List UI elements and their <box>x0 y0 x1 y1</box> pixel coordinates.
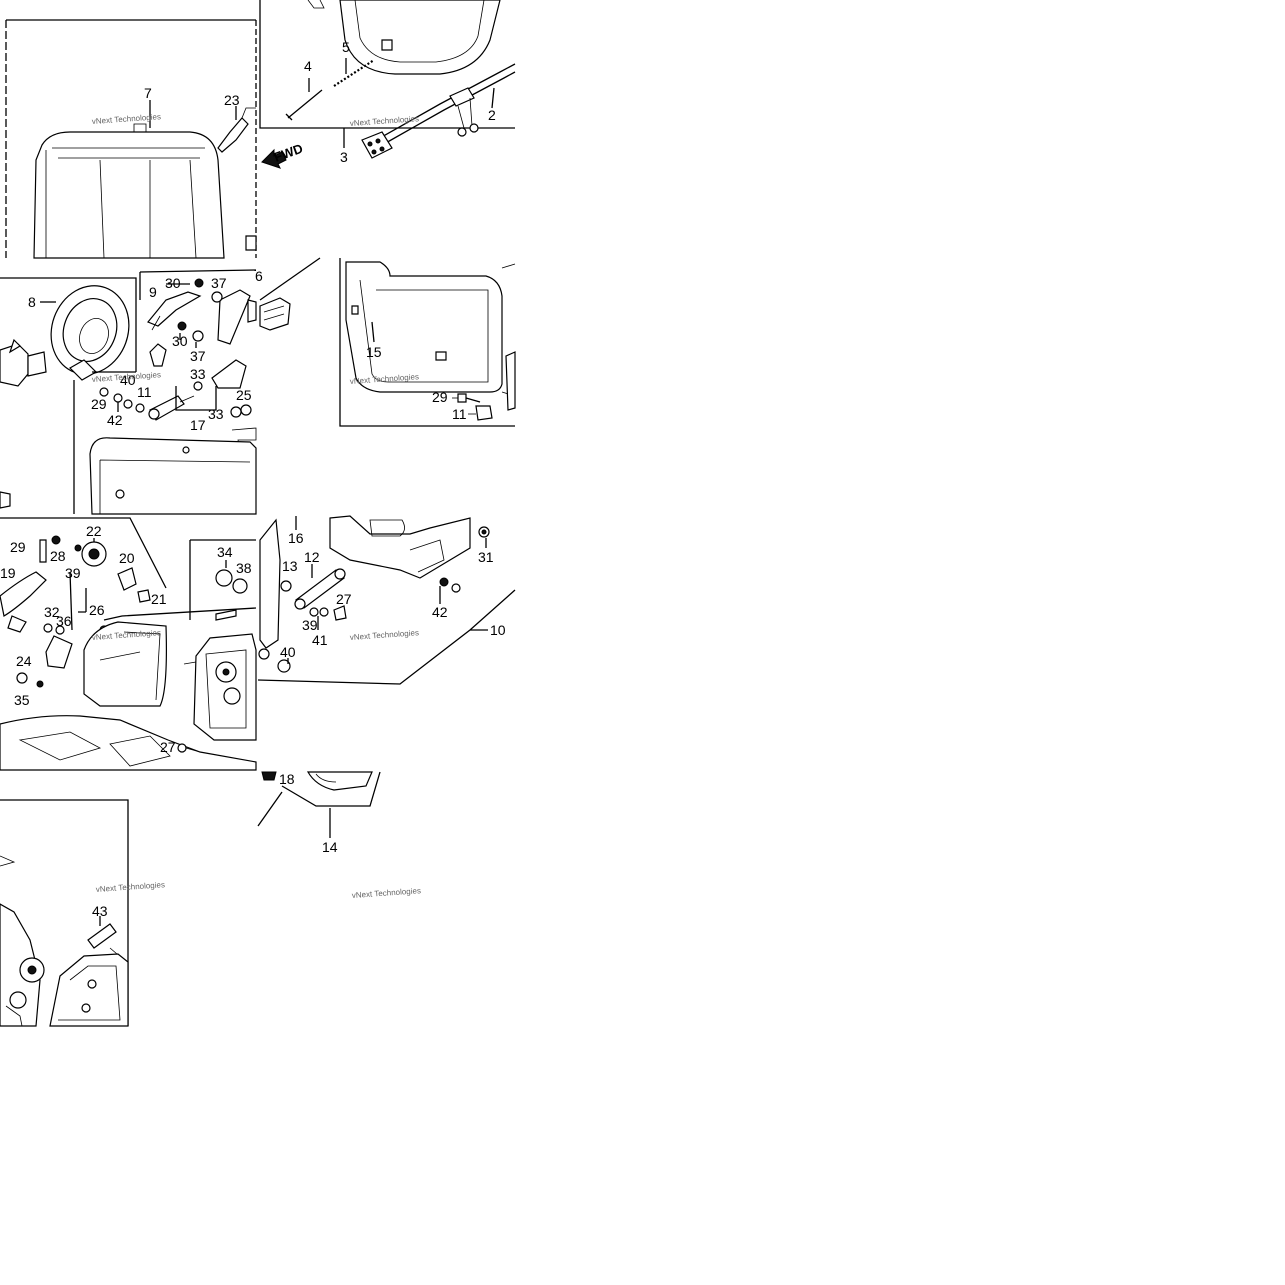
callout-27-motor: 27 <box>160 739 176 755</box>
callout-42-housing: 42 <box>432 604 448 620</box>
connector <box>259 297 291 331</box>
callout-3: 3 <box>340 149 348 165</box>
spring-5 <box>333 58 375 87</box>
callout-20: 20 <box>119 550 135 566</box>
callout-30-lower: 30 <box>172 333 188 349</box>
callout-labels: 7 23 4 5 2 3 8 9 30 37 6 30 37 33 40 11 … <box>0 39 506 919</box>
callout-2: 2 <box>488 107 496 123</box>
tile-bezel <box>259 257 516 427</box>
watermark-7: vNext Technologies <box>96 880 166 894</box>
callout-35: 35 <box>14 692 30 708</box>
bracket-26 <box>83 607 257 707</box>
part-18 <box>306 771 373 791</box>
callout-19: 19 <box>0 565 16 581</box>
tile-housing <box>257 515 516 685</box>
adjuster-gear <box>74 538 107 567</box>
callout-40-upper: 40 <box>120 372 136 388</box>
tile-adjusters <box>0 269 257 515</box>
gear-assembly <box>0 903 45 1027</box>
callout-5: 5 <box>342 39 350 55</box>
callout-8: 8 <box>28 294 36 310</box>
tile-part-14 <box>257 771 381 838</box>
housing-16 <box>295 515 471 579</box>
callout-18: 18 <box>279 771 295 787</box>
callout-12: 12 <box>304 549 320 565</box>
watermark-2: vNext Technologies <box>350 114 420 128</box>
callout-26: 26 <box>89 602 105 618</box>
callout-39-motor: 39 <box>65 565 81 581</box>
bulb-socket <box>0 338 47 387</box>
callout-39-housing: 39 <box>302 617 318 633</box>
actuator-43 <box>87 916 125 961</box>
callout-37-upper: 37 <box>211 275 227 291</box>
callout-29-right: 29 <box>432 389 448 405</box>
callout-41: 41 <box>312 632 328 648</box>
lower-frame <box>89 437 257 515</box>
callout-40-housing: 40 <box>280 644 296 660</box>
callout-25: 25 <box>236 387 252 403</box>
callout-11-right: 11 <box>452 406 467 422</box>
watermark-8: vNext Technologies <box>352 886 422 900</box>
link-12 <box>294 564 346 610</box>
callout-6: 6 <box>255 268 263 284</box>
callout-9: 9 <box>149 284 157 300</box>
motor-unit <box>183 633 257 741</box>
callout-29-left: 29 <box>91 396 107 412</box>
screw-29 <box>452 393 481 403</box>
grommet-11 <box>468 405 493 421</box>
callout-15: 15 <box>366 344 382 360</box>
tile-motor-43 <box>0 799 129 1027</box>
callout-27-housing: 27 <box>336 591 352 607</box>
reflector-8 <box>40 285 130 381</box>
tile-case-harness <box>259 0 516 169</box>
callout-11-left: 11 <box>137 384 152 400</box>
callout-33-lower: 33 <box>208 406 224 422</box>
callout-21: 21 <box>151 591 167 607</box>
callout-23: 23 <box>224 92 240 108</box>
screw-4 <box>285 78 323 121</box>
callout-13: 13 <box>282 558 298 574</box>
wire-harness-2 <box>361 63 516 159</box>
callout-28: 28 <box>50 548 66 564</box>
callout-42-left: 42 <box>107 412 123 428</box>
cover-plate <box>49 953 129 1027</box>
tile-motor <box>0 517 257 771</box>
callout-17: 17 <box>190 417 206 433</box>
callout-31: 31 <box>478 549 494 565</box>
callout-37-lower: 37 <box>190 348 206 364</box>
watermark-6: vNext Technologies <box>350 628 420 642</box>
bulb-23 <box>217 106 256 153</box>
callout-43: 43 <box>92 903 108 919</box>
callout-34: 34 <box>217 544 233 560</box>
headlight-unit <box>33 123 257 259</box>
callout-10: 10 <box>490 622 506 638</box>
watermark-1: vNext Technologies <box>92 112 162 126</box>
callout-16: 16 <box>288 530 304 546</box>
callout-22: 22 <box>86 523 102 539</box>
callout-24: 24 <box>16 653 32 669</box>
callout-4: 4 <box>304 58 312 74</box>
tile-headlight <box>5 19 257 259</box>
callout-14: 14 <box>322 839 338 855</box>
callout-30-upper: 30 <box>165 275 181 291</box>
callout-33-upper: 33 <box>190 366 206 382</box>
callout-29-motor: 29 <box>10 539 26 555</box>
fwd-arrow <box>261 148 287 169</box>
callout-36: 36 <box>56 613 72 629</box>
fwd-label: FWD <box>272 141 305 165</box>
callout-7: 7 <box>144 85 152 101</box>
callout-38: 38 <box>236 560 252 576</box>
callout-32: 32 <box>44 604 60 620</box>
headlight-case <box>307 0 501 75</box>
